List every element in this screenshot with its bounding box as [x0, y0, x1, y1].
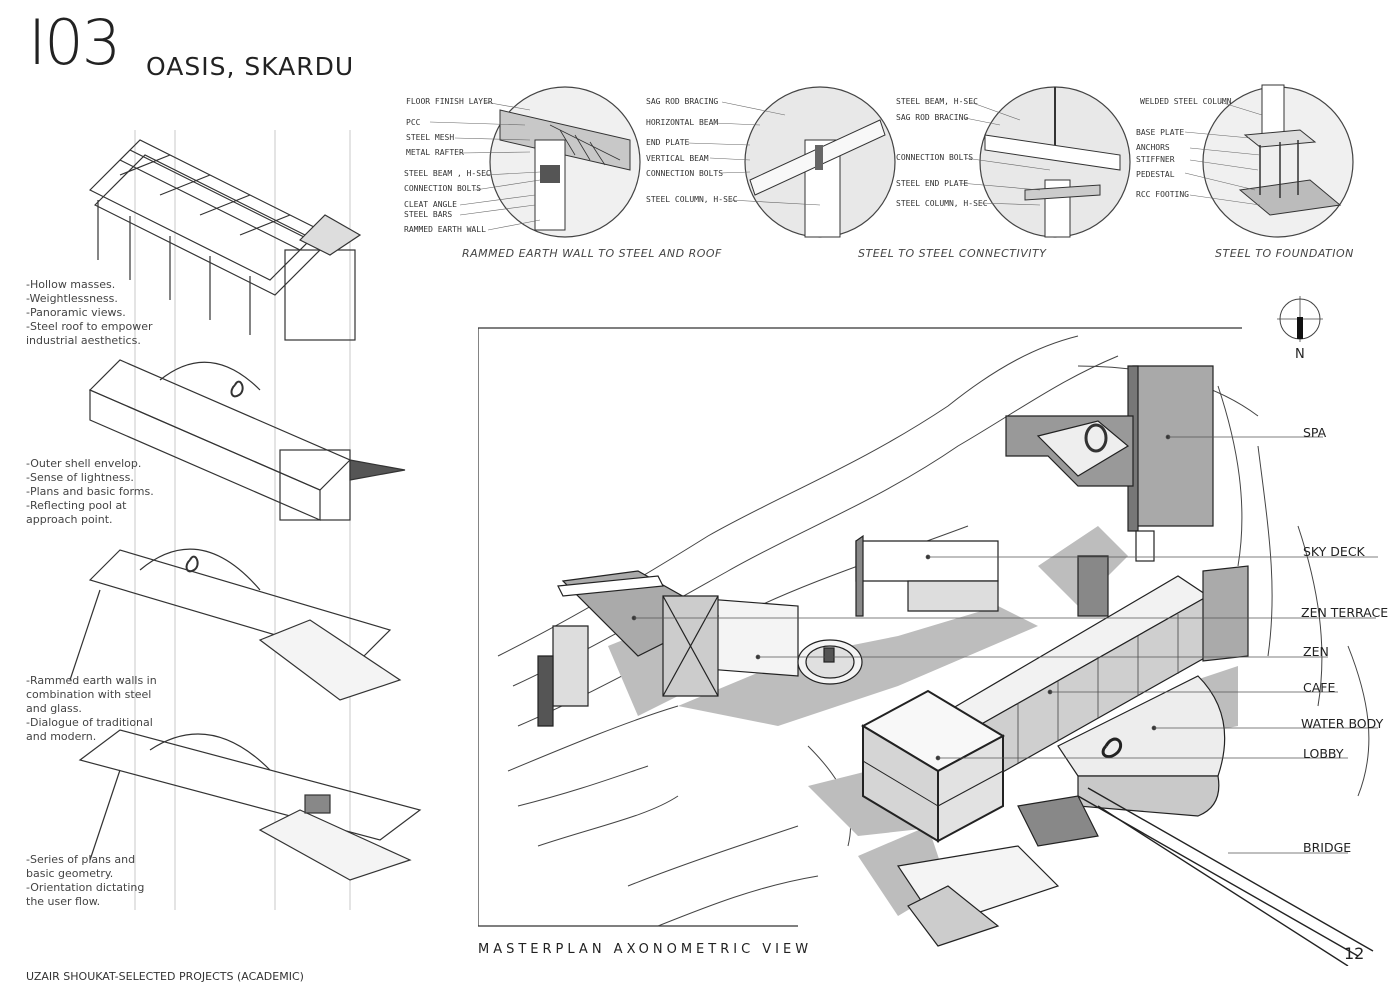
site-label-bridge: BRIDGE [1303, 840, 1352, 855]
detail-label: PCC [406, 118, 421, 127]
sky-deck [855, 534, 1109, 617]
detail-caption: STEEL TO FOUNDATION [1215, 247, 1354, 260]
water-body [1057, 675, 1226, 817]
detail-label: HORIZONTAL BEAM [646, 118, 719, 127]
site-label-sky-deck: SKY DECK [1303, 544, 1365, 559]
entrance-steps [896, 795, 1099, 947]
glass-box [860, 689, 1006, 843]
exploded-axonometric-diagrams [69, 130, 422, 910]
spa-building [1005, 365, 1214, 562]
site-label-cafe: CAFE [1303, 680, 1336, 695]
site-label-water-body: WATER BODY [1301, 716, 1384, 731]
detail-label: END PLATE [646, 138, 690, 147]
detail-label: RAMMED EARTH WALL [404, 225, 486, 234]
detail-label: METAL RAFTER [406, 148, 464, 157]
detail-label: WELDED STEEL COLUMN [1140, 97, 1232, 106]
project-number: I03 [28, 6, 121, 79]
concept-note: -Outer shell envelop. -Sense of lightnes… [26, 457, 154, 526]
detail-label: STEEL BARS [404, 210, 453, 219]
concept-note: -Rammed earth walls in combination with … [26, 674, 157, 743]
masterplan-title: MASTERPLAN AXONOMETRIC VIEW [478, 942, 813, 957]
site-label-lobby: LOBBY [1303, 746, 1344, 761]
detail-drawings [429, 84, 1354, 238]
foundation-detail-circle [1202, 84, 1354, 238]
detail-label: CONNECTION BOLTS [896, 153, 974, 162]
rammed-earth-detail-circle [489, 86, 641, 238]
outer-shell-diagram [88, 359, 406, 521]
detail-caption: STEEL TO STEEL CONNECTIVITY [858, 247, 1047, 260]
detail-caption: RAMMED EARTH WALL TO STEEL AND ROOF [462, 247, 722, 260]
detail-label: VERTICAL BEAM [646, 154, 709, 163]
zen-terrace [537, 570, 799, 727]
site-label-spa: SPA [1303, 425, 1327, 440]
steel-connectivity-detail-circle-1 [744, 86, 896, 238]
detail-label: RCC FOOTING [1136, 190, 1189, 199]
detail-label: CLEAT ANGLE [404, 200, 457, 209]
north-label: N [1295, 347, 1305, 362]
concept-note: -Series of plans and basic geometry. -Or… [26, 853, 145, 908]
bridge [1077, 787, 1374, 966]
detail-label: PEDESTAL [1136, 170, 1175, 179]
detail-label: STEEL COLUMN, H-SEC [646, 195, 738, 204]
north-arrow [1277, 296, 1323, 342]
project-name: OASIS, SKARDU [146, 52, 355, 81]
masterplan-axonometric-drawing [478, 327, 1378, 966]
zen-circle [797, 639, 863, 685]
page-number: 12 [1344, 944, 1365, 963]
detail-label: STEEL BEAM , H-SEC [404, 169, 491, 178]
detail-label: STEEL END PLATE [896, 179, 969, 188]
detail-label: STIFFNER [1136, 155, 1175, 164]
rammed-earth-walls-diagram [69, 548, 402, 701]
detail-label: FLOOR FINISH LAYER [406, 97, 493, 106]
detail-label: STEEL COLUMN, H-SEC [896, 199, 988, 208]
detail-label: STEEL MESH [406, 133, 455, 142]
detail-label: STEEL BEAM, H-SEC [896, 97, 978, 106]
basic-plans-diagram [78, 729, 422, 881]
footer-credit: UZAIR SHOUKAT-SELECTED PROJECTS (ACADEMI… [26, 970, 304, 983]
detail-label: ANCHORS [1136, 143, 1170, 152]
detail-label: CONNECTION BOLTS [646, 169, 724, 178]
site-label-zen-terrace: ZEN TERRACE [1301, 605, 1389, 620]
detail-label: SAG ROD BRACING [646, 97, 719, 106]
concept-note: -Hollow masses. -Weightlessness. -Panora… [26, 278, 153, 347]
site-label-zen: ZEN [1303, 644, 1329, 659]
steel-roof-frame-diagram [88, 139, 362, 341]
steel-connectivity-detail-circle-2 [979, 86, 1131, 238]
detail-label: SAG ROD BRACING [896, 113, 969, 122]
detail-label: CONNECTION BOLTS [404, 184, 482, 193]
detail-label: BASE PLATE [1136, 128, 1185, 137]
